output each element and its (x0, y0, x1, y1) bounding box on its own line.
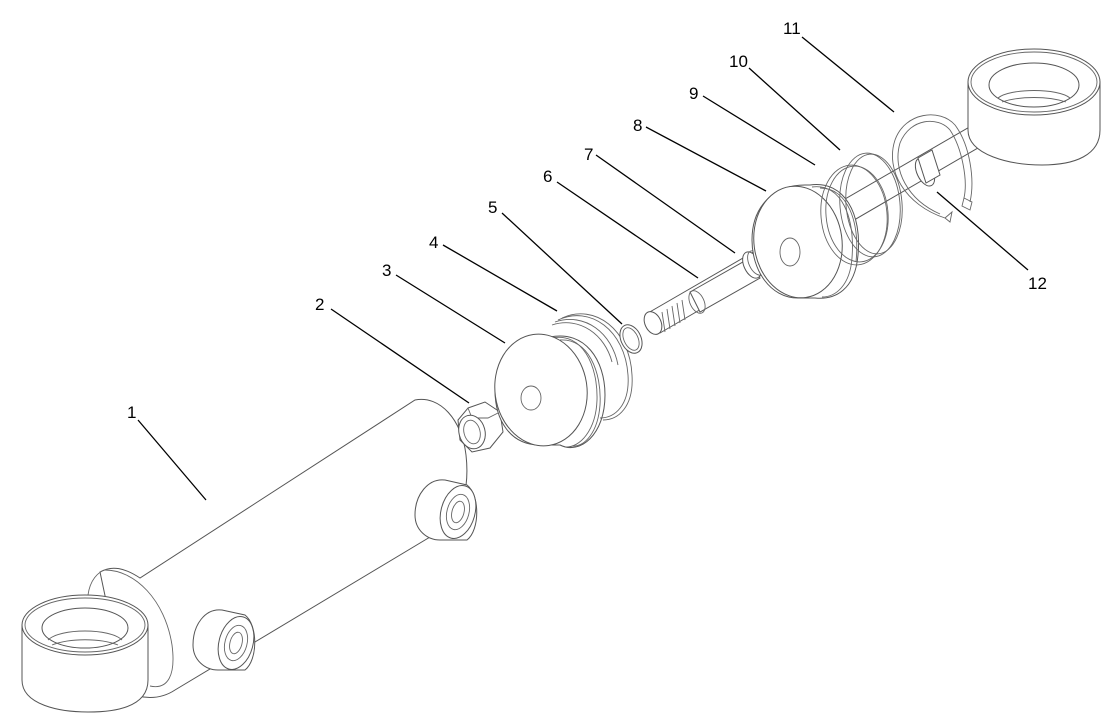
hex-nut (457, 401, 504, 453)
callout-label-12: 12 (1028, 274, 1047, 293)
callout-label-8: 8 (633, 116, 642, 135)
callout-label-7: 7 (584, 145, 593, 164)
callout-label-1: 1 (127, 403, 136, 422)
rod-end-eye (967, 48, 1101, 166)
leader-12 (936, 191, 1029, 271)
callout-leaders (137, 36, 1029, 501)
gland-head (751, 184, 860, 299)
port-boss-front (192, 609, 256, 671)
callout-label-5: 5 (488, 198, 497, 217)
base-eye (21, 594, 149, 713)
callout-label-9: 9 (689, 84, 698, 103)
callout-label-4: 4 (429, 233, 438, 252)
leader-3 (395, 274, 506, 344)
callout-labels: 1 2 3 4 5 6 7 8 9 10 11 12 (127, 19, 1047, 422)
leader-5 (501, 212, 623, 325)
callout-label-10: 10 (729, 52, 748, 71)
piston-seal (551, 313, 633, 421)
leader-8 (645, 126, 767, 192)
leader-6 (556, 181, 699, 279)
callout-label-3: 3 (382, 261, 391, 280)
callout-label-11: 11 (783, 19, 801, 38)
cylinder-barrel (21, 398, 478, 713)
callout-label-2: 2 (315, 295, 324, 314)
leader-2 (330, 308, 470, 404)
callout-label-6: 6 (543, 167, 552, 186)
leader-9 (702, 95, 816, 166)
rod-wiper (914, 149, 941, 187)
leader-1 (137, 419, 207, 501)
port-boss-rear (414, 479, 478, 541)
leader-7 (595, 154, 736, 254)
backup-ring (839, 152, 903, 258)
o-ring (619, 324, 643, 354)
leader-10 (748, 67, 841, 151)
leader-11 (801, 36, 895, 113)
gland-o-ring (820, 164, 889, 266)
retaining-ring (892, 114, 973, 223)
leader-4 (442, 244, 558, 312)
piston (494, 333, 606, 448)
